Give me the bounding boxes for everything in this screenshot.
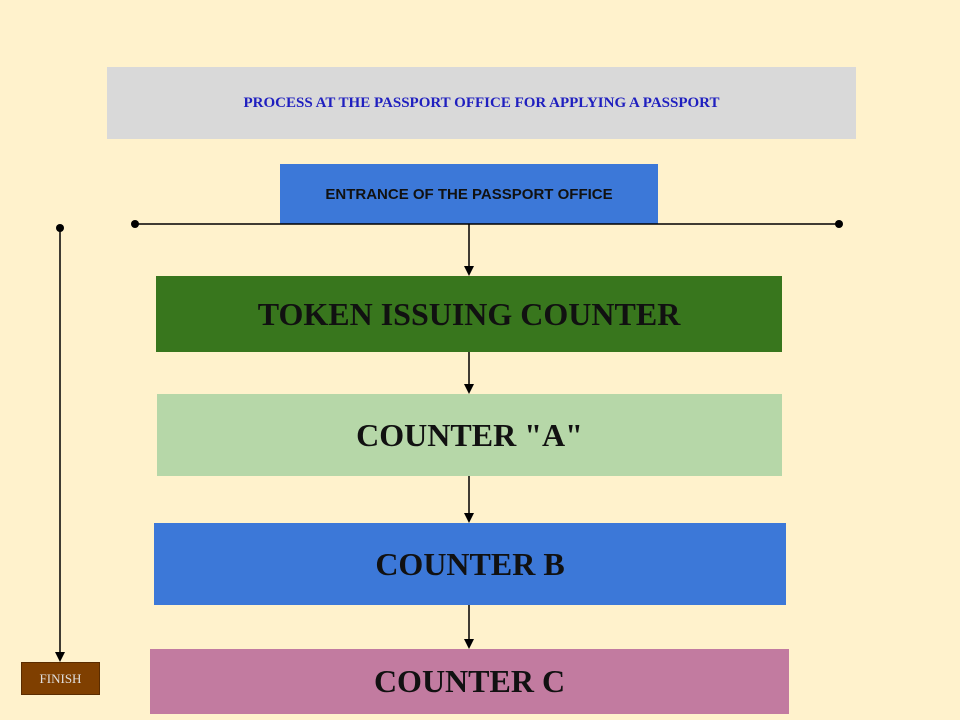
right-endpoint-dot <box>835 220 843 228</box>
left-endpoint-dot <box>131 220 139 228</box>
finish-line-start-dot <box>56 224 64 232</box>
entrance-label: ENTRANCE OF THE PASSPORT OFFICE <box>325 185 613 203</box>
counter-b-label: COUNTER B <box>375 545 565 582</box>
token-issuing-counter-label: TOKEN ISSUING COUNTER <box>257 295 681 332</box>
counter-c-label: COUNTER C <box>373 663 566 699</box>
finish-label: FINISH <box>39 670 82 686</box>
token-issuing-counter-node: TOKEN ISSUING COUNTER <box>156 276 782 352</box>
counter-c-node: COUNTER C <box>150 649 789 714</box>
counter-a-node: COUNTER "A" <box>157 394 782 476</box>
counter-a-label: COUNTER "A" <box>356 416 583 453</box>
diagram-title-box: PROCESS AT THE PASSPORT OFFICE FOR APPLY… <box>107 67 856 139</box>
counter-b-node: COUNTER B <box>154 523 786 605</box>
entrance-node: ENTRANCE OF THE PASSPORT OFFICE <box>280 164 658 224</box>
diagram-title: PROCESS AT THE PASSPORT OFFICE FOR APPLY… <box>243 94 720 111</box>
finish-node: FINISH <box>21 662 100 695</box>
